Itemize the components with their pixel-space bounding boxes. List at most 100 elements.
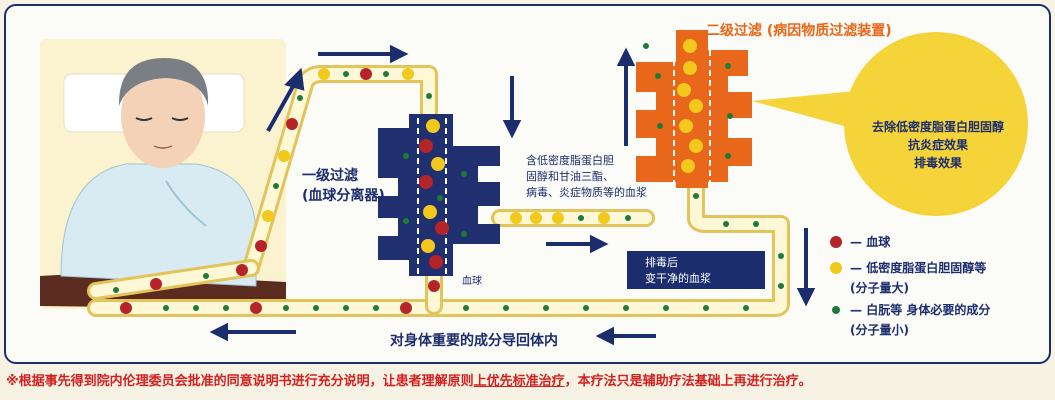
albumin-particle <box>657 123 663 129</box>
albumin-particle <box>283 305 289 311</box>
legend-item-blood-cells: — 血球 <box>828 232 1049 252</box>
legend-item-ldl: — 低密度脂蛋白胆固醇等 <box>828 258 1049 278</box>
albumin-particle <box>403 218 409 224</box>
first-filter-subtitle: (血球分离器) <box>302 188 385 204</box>
legend-red-dot <box>830 236 842 248</box>
albumin-particle <box>743 305 749 311</box>
particles-layer <box>113 39 784 314</box>
albumin-particle <box>693 193 699 199</box>
albumin-particle <box>503 305 509 311</box>
albumin-particle <box>723 221 729 227</box>
eye-right <box>171 117 189 121</box>
albumin-particle <box>543 305 549 311</box>
clean-plasma-line1: 排毒后 <box>645 256 678 269</box>
effect-anti-inflammatory: 抗炎症效果 <box>907 138 968 152</box>
blood-cell-particle <box>120 302 132 314</box>
ldl-particle <box>530 212 542 224</box>
legend-dash: — <box>850 261 867 275</box>
albumin-particle <box>643 43 649 49</box>
footnote-part2: ，本疗法只是辅助疗法基础上再进行治疗。 <box>564 374 812 389</box>
diagram-frame: 一级过滤 (血球分离器) 二级过滤 (病因物质过滤装置) 含低密度脂蛋白胆 固醇… <box>4 4 1051 364</box>
albumin-particle <box>727 113 733 119</box>
albumin-particle <box>313 305 319 311</box>
arrow-right-top-head <box>390 44 409 64</box>
albumin-particle <box>655 73 661 79</box>
ldl-particle <box>318 68 330 80</box>
ldl-particle <box>426 119 440 133</box>
albumin-particle <box>383 71 389 77</box>
ldl-particle <box>423 205 437 219</box>
arm-tube-fill <box>90 262 257 297</box>
blood-cell-particle <box>428 280 440 292</box>
blood-cell-particle <box>150 278 162 290</box>
eye-left <box>135 117 153 121</box>
first-filter-title: 一级过滤 <box>302 168 358 184</box>
albumin-particle <box>753 221 759 227</box>
blood-cell-particle <box>419 175 433 189</box>
ldl-particle <box>681 159 695 173</box>
legend-item-albumin: — 白朊等 身体必要的成分 <box>828 300 1049 320</box>
blood-cell-particle <box>286 118 298 130</box>
ldl-particle <box>679 119 693 133</box>
ldl-particle <box>689 99 703 113</box>
blood-cell-particle <box>360 68 372 80</box>
legend-green-dot <box>832 306 840 314</box>
albumin-particle <box>403 153 409 159</box>
albumin-particle <box>461 171 467 177</box>
blood-cell-particle <box>429 255 443 269</box>
plasma-description-line2: 固醇和甘油三酯、 <box>526 170 614 183</box>
plasma-description-line1: 含低密度脂蛋白胆 <box>526 154 614 167</box>
albumin-particle <box>461 231 467 237</box>
patient-hair <box>118 58 209 106</box>
footnote-part1: ※根据事先得到院内伦理委员会批准的同意说明书进行充分说明，让患者理解原则 <box>6 374 474 389</box>
albumin-particle <box>578 215 584 221</box>
blood-cell-particle <box>419 139 433 153</box>
arrow-up-left <box>266 80 298 132</box>
blood-cell-particle <box>435 221 449 235</box>
ldl-particle <box>683 61 697 75</box>
albumin-particle <box>223 305 229 311</box>
albumin-particle <box>203 273 209 279</box>
albumin-particle <box>297 95 303 101</box>
albumin-particle <box>426 93 432 99</box>
blood-cell-label: 血球 <box>462 276 482 287</box>
gown-fold <box>165 180 207 227</box>
return-tube-fill <box>90 170 787 314</box>
arrow-right-plasma-head <box>590 234 609 254</box>
legend-yellow-dot <box>830 262 842 274</box>
albumin-particle <box>343 71 349 77</box>
ldl-particle <box>262 210 274 222</box>
albumin-particle <box>703 305 709 311</box>
ldl-particle <box>689 139 703 153</box>
albumin-particle <box>778 283 784 289</box>
blood-cell-particle <box>400 302 412 314</box>
blood-cell-particle <box>255 240 267 252</box>
arrow-left-bottom-head <box>595 326 614 346</box>
primary-filter <box>378 114 500 276</box>
albumin-particle <box>193 305 199 311</box>
legend-dash: — <box>850 235 867 249</box>
albumin-particle <box>163 305 169 311</box>
legend-label: 白朊等 身体必要的成分 <box>866 303 991 317</box>
blood-cell-particle <box>250 302 262 314</box>
albumin-particle <box>343 305 349 311</box>
patient-face <box>121 64 205 168</box>
mouth <box>153 145 173 149</box>
effect-bubble <box>844 32 1028 216</box>
ldl-particle <box>431 157 445 171</box>
ldl-particle <box>598 212 610 224</box>
blood-cell-particle <box>236 264 248 276</box>
footnote: ※根据事先得到院内伦理委员会批准的同意说明书进行充分说明，让患者理解原则上优先标… <box>6 370 812 389</box>
ldl-particle <box>278 150 290 162</box>
albumin-particle <box>113 287 119 293</box>
arrow-up-left-head <box>284 67 305 91</box>
legend-label: 低密度脂蛋白胆固醇等 <box>866 261 987 275</box>
albumin-particle <box>623 305 629 311</box>
albumin-particle <box>725 63 731 69</box>
legend-sub-small: (分子量小) <box>850 323 909 337</box>
arrow-down-mid-head <box>502 120 522 139</box>
effect-detox: 排毒效果 <box>913 156 962 170</box>
albumin-particle <box>663 305 669 311</box>
legend-label: 血球 <box>866 235 891 249</box>
ldl-particle <box>421 239 435 253</box>
